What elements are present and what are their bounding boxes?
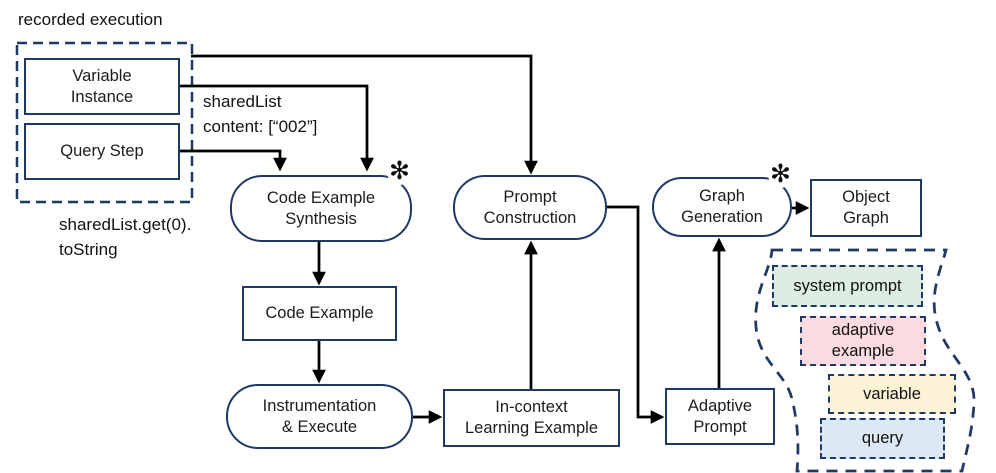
connector-prompt-construction-to-adaptive-prompt: [607, 205, 665, 424]
legend-item-system-prompt: system prompt: [772, 265, 923, 307]
openai-icon: ✻: [387, 157, 412, 185]
graph-generation-label: Graph Generation: [681, 187, 763, 226]
connector-variable-instance-to-synthesis: [180, 84, 374, 172]
node-object-graph: Object Graph: [810, 179, 922, 237]
recorded-execution-label: recorded execution: [18, 10, 163, 29]
legend-variable-label: variable: [863, 384, 921, 403]
legend-item-variable: variable: [828, 374, 956, 414]
node-in-context-learning-example: In-context Learning Example: [443, 389, 620, 447]
legend-item-adaptive-example: adaptive example: [800, 316, 926, 366]
legend-query-label: query: [861, 429, 904, 447]
node-instrumentation-execute: Instrumentation & Execute: [226, 384, 413, 449]
openai-icon: ✻: [768, 160, 793, 188]
node-graph-generation: Graph Generation: [652, 177, 792, 237]
legend-system-prompt-label: system prompt: [793, 276, 902, 295]
legend-adaptive-example-label: adaptive example: [831, 321, 895, 360]
instrumentation-execute-label: Instrumentation & Execute: [262, 396, 377, 436]
node-adaptive-prompt: Adaptive Prompt: [665, 388, 775, 445]
connector-recorded-to-prompt-construction: [191, 54, 538, 175]
object-graph-label: Object Graph: [842, 188, 890, 227]
recorded-execution-boundary: [15, 41, 194, 204]
variable-instance-label: Variable Instance: [70, 66, 134, 106]
node-code-example: Code Example: [242, 286, 397, 341]
legend-item-query: query: [820, 418, 945, 459]
connector-query-step-to-synthesis: [180, 149, 287, 172]
code-example-synthesis-label: Code Example Synthesis: [266, 188, 376, 228]
code-example-label: Code Example: [265, 304, 374, 322]
node-variable-instance: Variable Instance: [24, 58, 180, 115]
node-prompt-construction: Prompt Construction: [453, 175, 607, 240]
prompt-construction-label: Prompt Construction: [483, 187, 577, 227]
node-query-step: Query Step: [24, 123, 180, 180]
query-step-label: Query Step: [60, 142, 144, 160]
shared-list-annotation: sharedList content: [“002”]: [203, 92, 318, 136]
adaptive-prompt-label: Adaptive Prompt: [687, 396, 753, 436]
prompt-scroll-boundary: [754, 248, 976, 473]
in-context-learning-example-label: In-context Learning Example: [465, 398, 598, 437]
node-code-example-synthesis: Code Example Synthesis: [230, 175, 412, 242]
shared-list-get-annotation: sharedList.get(0). toString: [59, 215, 192, 259]
